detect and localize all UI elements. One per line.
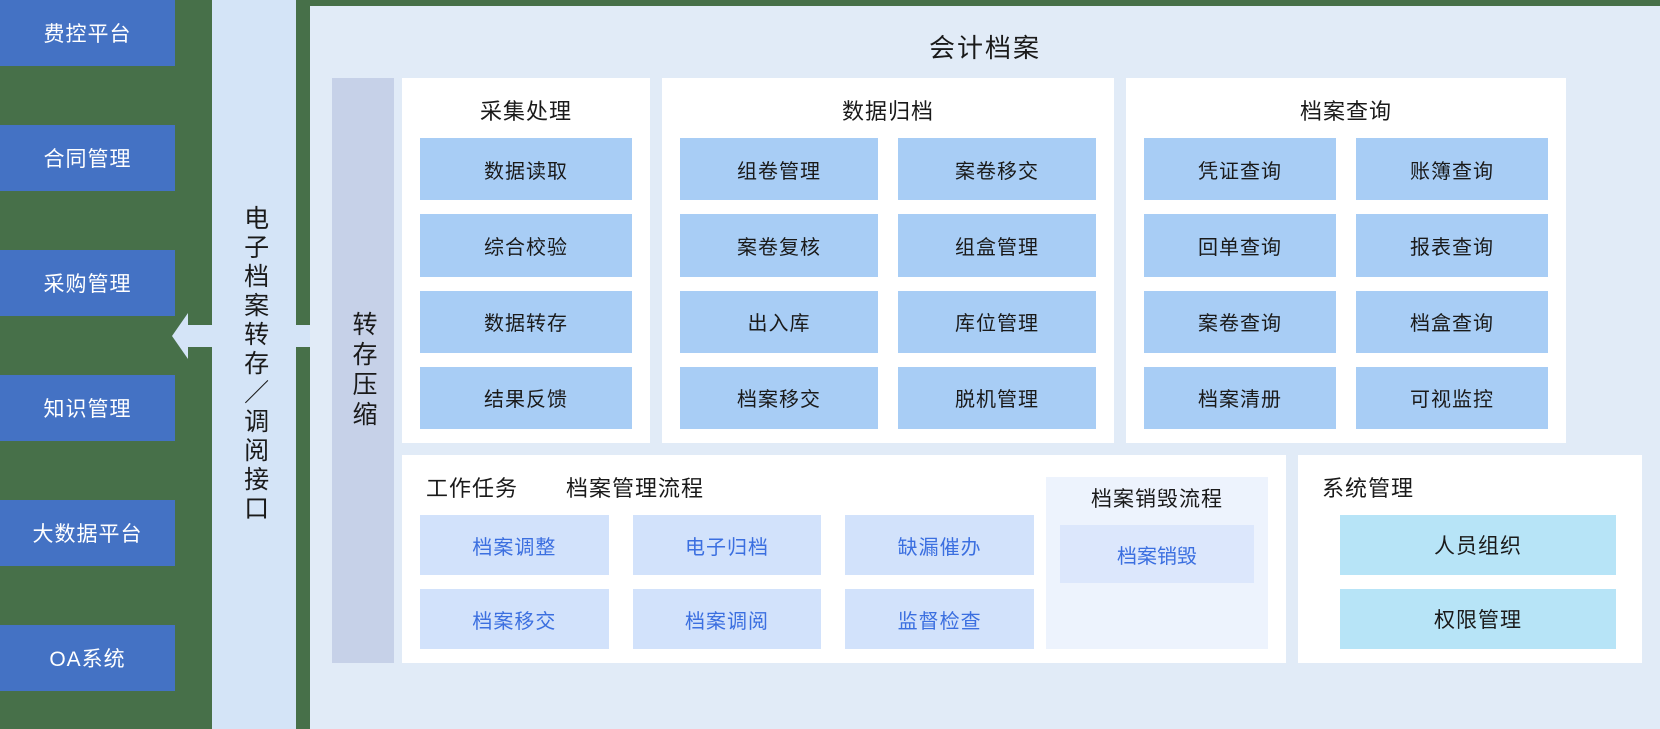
compress-strip: 转存压缩 xyxy=(332,78,394,663)
chip-item[interactable]: 出入库 xyxy=(680,290,878,353)
card-title: 采集处理 xyxy=(479,99,572,124)
chip-item[interactable]: 电子归档 xyxy=(632,515,822,575)
card-data-archiving: 数据归档 组卷管理 案卷移交 案卷复核 组盒管理 出入库 库位管理 档案移交 脱… xyxy=(662,78,1114,443)
chip-item[interactable]: 组盒管理 xyxy=(898,214,1096,277)
function-cards-row: 采集处理 数据读取 综合校验 数据转存 结果反馈 数据归档 组卷管理 案卷移交 … xyxy=(402,78,1642,443)
external-systems-list: 费控平台 合同管理 采购管理 知识管理 大数据平台 OA系统 xyxy=(0,0,175,729)
chip-item[interactable]: 档案销毁 xyxy=(1060,525,1254,583)
sidebar-item-label: 知识管理 xyxy=(43,398,132,421)
card-work-tasks: 工作任务 档案管理流程 档案调整 电子归档 缺漏催办 档案移交 档案调阅 监督检… xyxy=(402,455,1286,663)
card-title: 档案查询 xyxy=(1299,99,1392,124)
chip-item[interactable]: 脱机管理 xyxy=(898,366,1096,429)
chip-item[interactable]: 账簿查询 xyxy=(1356,138,1548,201)
sidebar-item-label: 费控平台 xyxy=(43,23,132,46)
sidebar-item-fee-control[interactable]: 费控平台 xyxy=(0,0,175,66)
chip-item[interactable]: 可视监控 xyxy=(1356,366,1548,429)
sidebar-item-label: 采购管理 xyxy=(43,273,132,296)
work-heading-tasks: 工作任务 xyxy=(426,476,519,501)
sidebar-item-knowledge[interactable]: 知识管理 xyxy=(0,375,175,441)
chip-item[interactable]: 档案移交 xyxy=(680,366,878,429)
sidebar-item-bigdata[interactable]: 大数据平台 xyxy=(0,500,175,566)
chip-item[interactable]: 凭证查询 xyxy=(1144,138,1336,201)
chip-item[interactable]: 案卷复核 xyxy=(680,214,878,277)
sidebar-item-label: 大数据平台 xyxy=(32,523,143,546)
card-item-grid: 数据读取 综合校验 数据转存 结果反馈 xyxy=(420,138,632,429)
destroy-process-panel: 档案销毁流程 档案销毁 xyxy=(1046,477,1268,649)
card-item-grid: 凭证查询 账簿查询 回单查询 报表查询 案卷查询 档盒查询 档案清册 可视监控 xyxy=(1144,138,1548,429)
chip-item[interactable]: 数据转存 xyxy=(420,290,632,353)
chip-item[interactable]: 缺漏催办 xyxy=(845,515,1034,575)
card-item-grid: 组卷管理 案卷移交 案卷复核 组盒管理 出入库 库位管理 档案移交 脱机管理 xyxy=(680,138,1096,429)
sidebar-item-label: 合同管理 xyxy=(43,148,132,171)
chip-item[interactable]: 监督检查 xyxy=(845,589,1034,649)
chip-item[interactable]: 案卷查询 xyxy=(1144,290,1336,353)
chip-item[interactable]: 档盒查询 xyxy=(1356,290,1548,353)
sidebar-item-oa[interactable]: OA系统 xyxy=(0,625,175,691)
card-title: 数据归档 xyxy=(841,99,934,124)
chip-item[interactable]: 回单查询 xyxy=(1144,214,1336,277)
system-item-grid: 人员组织 权限管理 xyxy=(1316,515,1624,649)
compress-strip-label: 转存压缩 xyxy=(349,310,377,431)
workflow-cards-row: 工作任务 档案管理流程 档案调整 电子归档 缺漏催办 档案移交 档案调阅 监督检… xyxy=(402,455,1642,663)
chip-item[interactable]: 库位管理 xyxy=(898,290,1096,353)
interface-band-label: 电子档案转存／调阅接口 xyxy=(240,205,269,524)
accounting-archive-panel: 会计档案 转存压缩 采集处理 数据读取 综合校验 数据转存 结果反馈 数据归档 … xyxy=(310,6,1660,729)
chip-item[interactable]: 综合校验 xyxy=(420,214,632,277)
left-arrow-icon xyxy=(172,313,212,359)
work-body: 档案调整 电子归档 缺漏催办 档案移交 档案调阅 监督检查 档案销毁流程 档案销… xyxy=(420,477,1268,649)
chip-item[interactable]: 组卷管理 xyxy=(680,138,878,201)
chip-item[interactable]: 档案调阅 xyxy=(632,589,822,649)
chip-item[interactable]: 数据读取 xyxy=(420,138,632,201)
external-systems-region: 费控平台 合同管理 采购管理 知识管理 大数据平台 OA系统 电子档案转存／调阅… xyxy=(0,0,310,729)
chip-item[interactable]: 档案调整 xyxy=(420,515,609,575)
page-title: 会计档案 xyxy=(928,33,1041,63)
chip-item[interactable]: 档案移交 xyxy=(420,589,609,649)
card-title: 系统管理 xyxy=(1322,476,1415,501)
chip-item[interactable]: 档案清册 xyxy=(1144,366,1336,429)
card-collect-processing: 采集处理 数据读取 综合校验 数据转存 结果反馈 xyxy=(402,78,650,443)
destroy-process-title: 档案销毁流程 xyxy=(1091,488,1223,511)
work-item-grid: 档案调整 电子归档 缺漏催办 档案移交 档案调阅 监督检查 xyxy=(420,515,1034,649)
work-headings: 工作任务 档案管理流程 xyxy=(420,471,1268,503)
sidebar-item-contract[interactable]: 合同管理 xyxy=(0,125,175,191)
chip-item[interactable]: 结果反馈 xyxy=(420,366,632,429)
interface-band: 电子档案转存／调阅接口 xyxy=(212,0,296,729)
card-system-management: 系统管理 人员组织 权限管理 xyxy=(1298,455,1642,663)
sidebar-item-label: OA系统 xyxy=(49,648,126,671)
chip-item[interactable]: 权限管理 xyxy=(1340,589,1616,649)
chip-item[interactable]: 报表查询 xyxy=(1356,214,1548,277)
sidebar-item-purchase[interactable]: 采购管理 xyxy=(0,250,175,316)
chip-item[interactable]: 人员组织 xyxy=(1340,515,1616,575)
chip-item[interactable]: 案卷移交 xyxy=(898,138,1096,201)
work-heading-process: 档案管理流程 xyxy=(566,476,705,501)
card-archive-query: 档案查询 凭证查询 账簿查询 回单查询 报表查询 案卷查询 档盒查询 档案清册 … xyxy=(1126,78,1566,443)
